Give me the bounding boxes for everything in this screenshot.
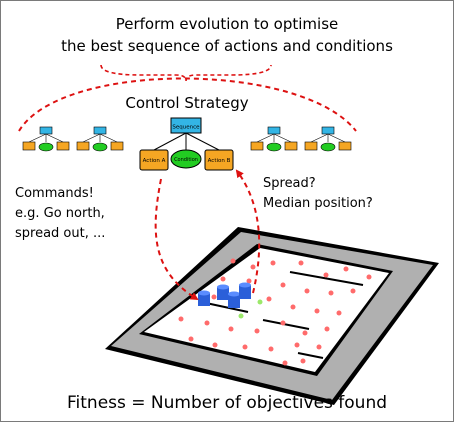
objective-dot: [294, 342, 300, 348]
objective-dot: [280, 282, 286, 288]
objective-dot: [350, 288, 356, 294]
robot: [239, 282, 251, 299]
control-strategy-tree: Sequence Action A Condition Action B: [139, 117, 234, 171]
objective-dot: [228, 326, 234, 332]
robot: [228, 291, 240, 308]
observation-line-2: Median position?: [263, 196, 373, 211]
objective-dot: [230, 258, 236, 264]
commands-line-1: Commands!: [15, 186, 94, 201]
objective-dot: [188, 336, 194, 342]
objective-dot: [254, 328, 260, 334]
tree-action-a-label: Action A: [143, 158, 166, 164]
objective-dot: [268, 346, 274, 352]
objective-dot: [282, 360, 288, 366]
tree-condition-node: [170, 149, 202, 169]
objective-dot: [280, 320, 286, 326]
objective-dot: [328, 290, 334, 296]
population-arc: [18, 77, 357, 132]
header-brace: [100, 64, 272, 82]
robot: [217, 284, 229, 300]
objective-dot: [211, 294, 217, 300]
objective-dot: [290, 304, 296, 310]
commands-annotation: Commands! e.g. Go north, spread out, ...: [15, 184, 135, 244]
objective-dot: [212, 342, 218, 348]
observation-arrow: [235, 169, 261, 294]
objective-dot: [298, 260, 304, 266]
tree-action-b-node: [204, 149, 234, 171]
objective-dot: [270, 260, 276, 266]
commands-line-3: spread out, ...: [15, 226, 106, 241]
objective-dot: [336, 310, 342, 316]
arena-wall-4: [297, 352, 324, 359]
tree-action-b-label: Action B: [208, 158, 231, 164]
objective-dot: [343, 266, 349, 272]
tree-action-a-node: [139, 149, 169, 171]
arena: [105, 227, 439, 405]
command-arrow: [154, 178, 199, 301]
light-marker: [257, 299, 263, 305]
fitness-caption: Fitness = Number of objectives found: [66, 393, 388, 413]
arena-wall-2: [205, 302, 249, 313]
objective-dot: [302, 330, 308, 336]
objective-dot: [178, 316, 184, 322]
objective-dot: [300, 358, 306, 364]
robot: [198, 290, 210, 306]
objectives-layer: [178, 258, 372, 366]
arena-wall-3: [262, 319, 310, 330]
mini-tree-4: [304, 126, 352, 152]
robots: [198, 282, 263, 319]
mini-tree-3: [250, 126, 298, 152]
tree-root-node: [170, 117, 202, 134]
mini-tree-2: [76, 126, 124, 152]
objective-dot: [304, 288, 310, 294]
commands-line-2: e.g. Go north,: [15, 206, 105, 221]
objective-dot: [314, 308, 320, 314]
objective-dot: [316, 344, 322, 350]
objective-dot: [266, 296, 272, 302]
objective-dot: [250, 264, 256, 270]
observations-annotation: Spread? Median position?: [263, 174, 393, 214]
observation-line-1: Spread?: [263, 176, 316, 191]
mini-tree-1: [22, 126, 70, 152]
objective-dot: [323, 272, 329, 278]
objective-dot: [366, 274, 372, 280]
objective-dot: [220, 276, 226, 282]
objective-dot: [204, 320, 210, 326]
objective-dot: [324, 326, 330, 332]
arena-wall-1: [289, 271, 364, 286]
header-line-2: the best sequence of actions and conditi…: [61, 37, 393, 55]
objective-dot: [242, 344, 248, 350]
tree-root-label: Sequence: [172, 125, 200, 131]
header-line-1: Perform evolution to optimise: [115, 15, 339, 33]
light-marker: [238, 313, 244, 319]
control-strategy-label: Control Strategy: [125, 94, 249, 112]
tree-condition-label: Condition: [174, 157, 198, 163]
objective-dot: [246, 278, 252, 284]
